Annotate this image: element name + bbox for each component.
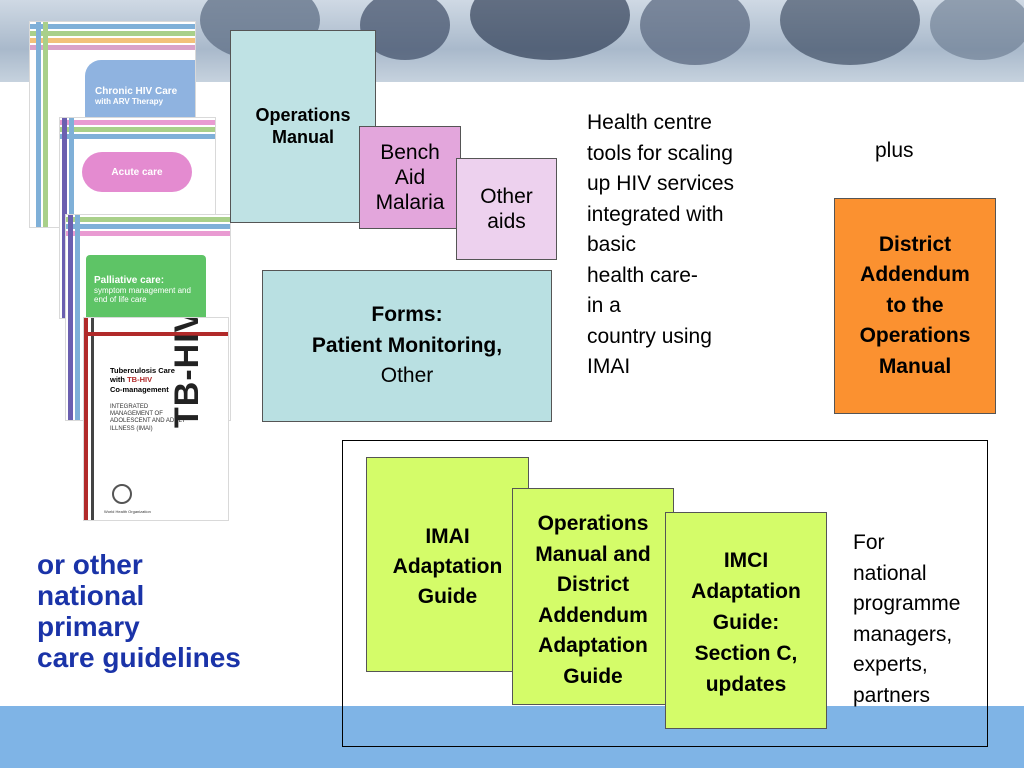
district-addendum-box: District Addendum to the Operations Manu…	[834, 198, 996, 414]
other-aids-label: Other aids	[480, 184, 533, 233]
imai-adaptation-guide-box: IMAI Adaptation Guide	[366, 457, 529, 672]
forms-other: Other	[380, 364, 434, 388]
imci-adaptation-guide-box: IMCI Adaptation Guide: Section C, update…	[665, 512, 827, 729]
forms-title: Forms:	[371, 303, 443, 327]
cover-chronic-title: Chronic HIV Care	[95, 86, 178, 97]
cover-tb-imai-2: MANAGEMENT OF	[110, 411, 163, 418]
bench-aid-malaria-label: Bench Aid Malaria	[375, 140, 445, 215]
who-logo-icon	[112, 484, 132, 504]
other-aids-box: Other aids	[456, 158, 557, 260]
cover-palliative-subtitle: symptom management and end of life care	[94, 285, 191, 304]
cover-tb-imai-3: ADOLESCENT AND ADULT	[110, 418, 186, 425]
for-national-description: For national programme managers, experts…	[853, 531, 961, 707]
cover-palliative-title: Palliative care:	[94, 274, 165, 286]
district-addendum-label: District Addendum to the Operations Manu…	[859, 232, 971, 378]
operations-manual-label: Operations Manual	[255, 105, 351, 147]
cover-acute-title-pill: Acute care	[82, 152, 192, 192]
cover-tb-spine-text: TB-HIV	[168, 318, 206, 428]
ops-district-adaptation-guide-box: Operations Manual and District Addendum …	[512, 488, 674, 705]
cover-tb-with: with TB-HIV	[110, 375, 175, 384]
footer-band	[0, 706, 1024, 768]
cover-tb-imai-1: INTEGRATED	[110, 404, 149, 410]
adaptation-guides-frame	[342, 440, 988, 747]
cover-palliative-title-pill: Palliative care: symptom management and …	[86, 255, 206, 323]
other-guidelines-caption: or other national primary care guideline…	[37, 549, 241, 673]
health-centre-description: Health centre tools for scaling up HIV s…	[587, 111, 735, 378]
forms-patient-monitoring: Patient Monitoring,	[311, 333, 503, 357]
ops-district-adaptation-guide-label: Operations Manual and District Addendum …	[535, 512, 651, 688]
cover-chronic-subtitle: with ARV Therapy	[95, 97, 164, 106]
forms-box: Forms: Patient Monitoring, Other	[262, 270, 552, 422]
cover-tb-comanagement: Co-management	[110, 384, 169, 394]
cover-acute-title: Acute care	[111, 166, 163, 178]
bench-aid-malaria-box: Bench Aid Malaria	[359, 126, 461, 229]
operations-manual-box: Operations Manual	[230, 30, 376, 223]
imci-adaptation-guide-label: IMCI Adaptation Guide: Section C, update…	[691, 549, 801, 696]
cover-tb-publisher: World Health Organization	[104, 509, 151, 514]
cover-tb-title: Tuberculosis Care	[110, 366, 175, 375]
cover-tb-hiv: Tuberculosis Care with TB-HIV Co-managem…	[84, 318, 228, 520]
cover-tb-with-prefix: with	[110, 375, 128, 385]
imai-adaptation-guide-label: IMAI Adaptation Guide	[392, 525, 503, 608]
cover-tb-imai-4: ILLNESS (IMAI)	[110, 425, 153, 432]
plus-label: plus	[875, 139, 914, 162]
header-photo-band	[0, 0, 1024, 82]
cover-tb-with-highlight: TB-HIV	[127, 375, 153, 385]
